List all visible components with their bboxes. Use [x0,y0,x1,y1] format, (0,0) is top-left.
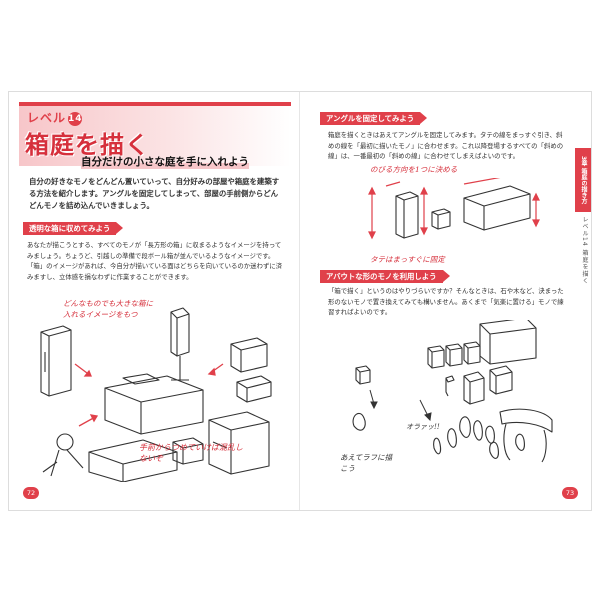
section-body-angle: 箱庭を描くときはあえてアングルを固定してみます。タテの線をまっすぐ引き、斜めの線… [328,131,564,160]
note-oops: オラァッ!! [406,423,440,431]
section-body-transparent-box: あなたが描こうとする、すべてのモノが「長方形の箱」に収まるようなイメージを持って… [27,241,283,281]
level-side-label: レベル14 箱庭を描く [581,216,588,285]
note-direction: のびる方向を1つに決める [370,165,458,174]
note-vertical: タテはまっすぐに固定 [370,255,445,264]
chapter-side-tab: 3章 箱庭の描き方 [575,148,591,212]
note-front-fill: 手前からつめていけば混乱しないぞ [139,443,243,463]
intro-text: 自分の好きなモノをどんどん置いていって、自分好みの部屋や箱庭を建築する方法を紹介… [29,177,280,210]
section-heading-transparent-box: 透明な箱に収めてみよう [23,222,124,235]
note-rough-stone: あえてラフに描こう [340,453,393,473]
right-page: アングルを固定してみよう 箱庭を描くときはあえてアングルを固定してみます。タテの… [300,92,591,510]
gutter [299,92,300,510]
angle-boxes-illustration [368,178,540,240]
section-body-rough-shapes: 「箱で描く」というのはやりづらいですか？そんなときは、石や木など、決まった形のな… [328,287,564,316]
page-number-left: 72 [23,487,39,499]
note-big-box: どんなものでも大きな箱に入れるイメージをもつ [63,299,153,319]
level-label: レベル [27,111,67,125]
section-heading-rough-shapes: アバウトな形のモノを利用しよう [320,270,450,283]
stones-illustration [352,320,553,463]
page-subtitle: 自分だけの小さな庭を手に入れよう [81,154,249,169]
level-number: 14 [68,112,83,126]
boxes-illustration [40,307,272,482]
section-heading-angle: アングルを固定してみよう [320,112,428,125]
page-number-right: 73 [562,487,578,499]
header-rule [19,102,291,106]
